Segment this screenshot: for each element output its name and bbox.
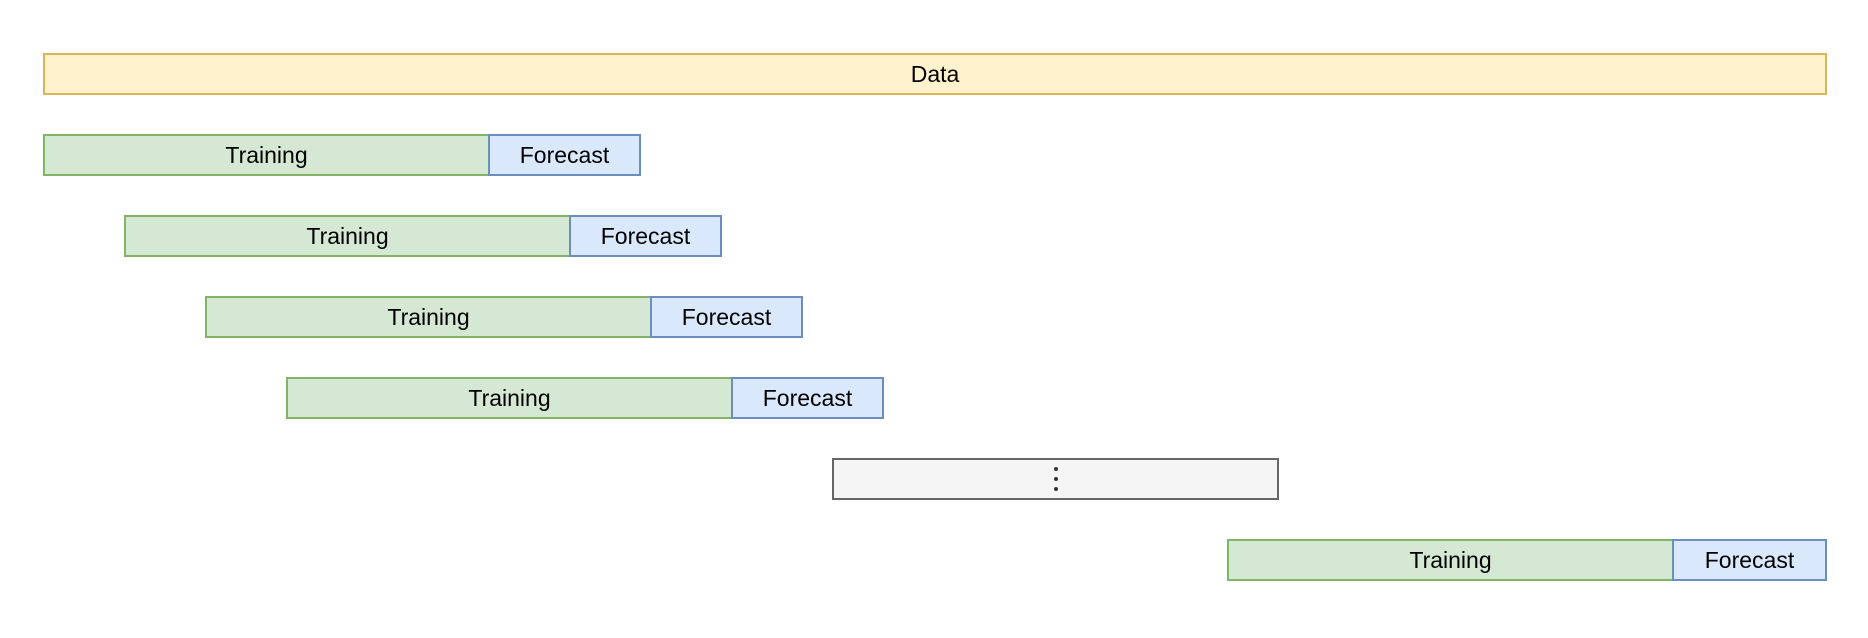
training-box: Training bbox=[124, 215, 571, 257]
training-box: Training bbox=[286, 377, 733, 419]
data-label: Data bbox=[910, 60, 960, 87]
forecast-box: Forecast bbox=[731, 377, 884, 419]
data-box: Data bbox=[43, 53, 1827, 95]
ellipsis-box bbox=[832, 458, 1279, 500]
forecast-box: Forecast bbox=[569, 215, 722, 257]
forecast-label: Forecast bbox=[681, 303, 772, 330]
training-label: Training bbox=[1409, 546, 1492, 573]
forecast-box: Forecast bbox=[488, 134, 641, 176]
vertical-ellipsis-icon bbox=[1053, 467, 1058, 491]
training-box: Training bbox=[205, 296, 652, 338]
forecast-label: Forecast bbox=[1704, 546, 1795, 573]
training-box: Training bbox=[1227, 539, 1674, 581]
forecast-label: Forecast bbox=[600, 222, 691, 249]
training-box: Training bbox=[43, 134, 490, 176]
training-label: Training bbox=[387, 303, 470, 330]
forecast-box: Forecast bbox=[1672, 539, 1827, 581]
training-label: Training bbox=[225, 141, 308, 168]
forecast-label: Forecast bbox=[519, 141, 610, 168]
training-label: Training bbox=[468, 384, 551, 411]
forecast-box: Forecast bbox=[650, 296, 803, 338]
forecast-label: Forecast bbox=[762, 384, 853, 411]
training-label: Training bbox=[306, 222, 389, 249]
